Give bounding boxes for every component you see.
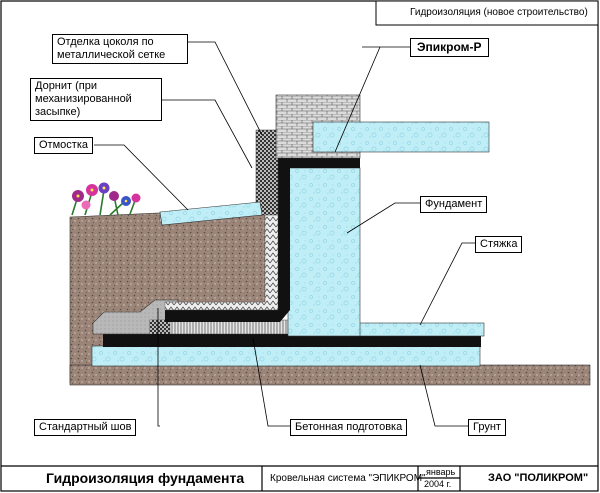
header-title: Гидроизоляция (новое строительство) [410,7,588,18]
label-screed: Стяжка [475,236,523,253]
label-standard-seam: Стандартный шов [34,419,137,436]
protective-layer [169,319,289,335]
concrete-preparation-slab [91,345,481,367]
leader-lines [94,41,475,427]
year-label: 2004 г. [424,479,452,489]
system-name: Кровельная система "ЭПИКРОМ" [270,473,426,484]
plinth-mesh [255,129,279,216]
lower-membrane [103,334,481,347]
label-blind-area: Отмостка [34,137,93,154]
label-foundation: Фундамент [420,196,488,213]
label-concrete-prep: Бетонная подготовка [290,419,408,436]
foundation-wall [287,167,361,337]
company-name: ЗАО "ПОЛИКРОМ" [488,472,589,484]
label-soil: Грунт [468,419,506,436]
blind-area-slab [159,201,263,226]
title-block-frame [1,465,598,491]
label-epikrom: Эпикром-Р [410,38,489,57]
drawing-title: Гидроизоляция фундамента [46,470,245,486]
flowers-icon [71,182,141,216]
seam-mesh [150,320,170,334]
soil-base [69,364,591,386]
label-plinth-finish: Отделка цоколя по металлической сетке [52,34,188,64]
floor-slab [312,121,490,153]
month-label: январь [426,467,456,477]
label-dornit: Дорнит (при механизированной засыпке) [30,78,162,121]
header-box [375,0,599,26]
